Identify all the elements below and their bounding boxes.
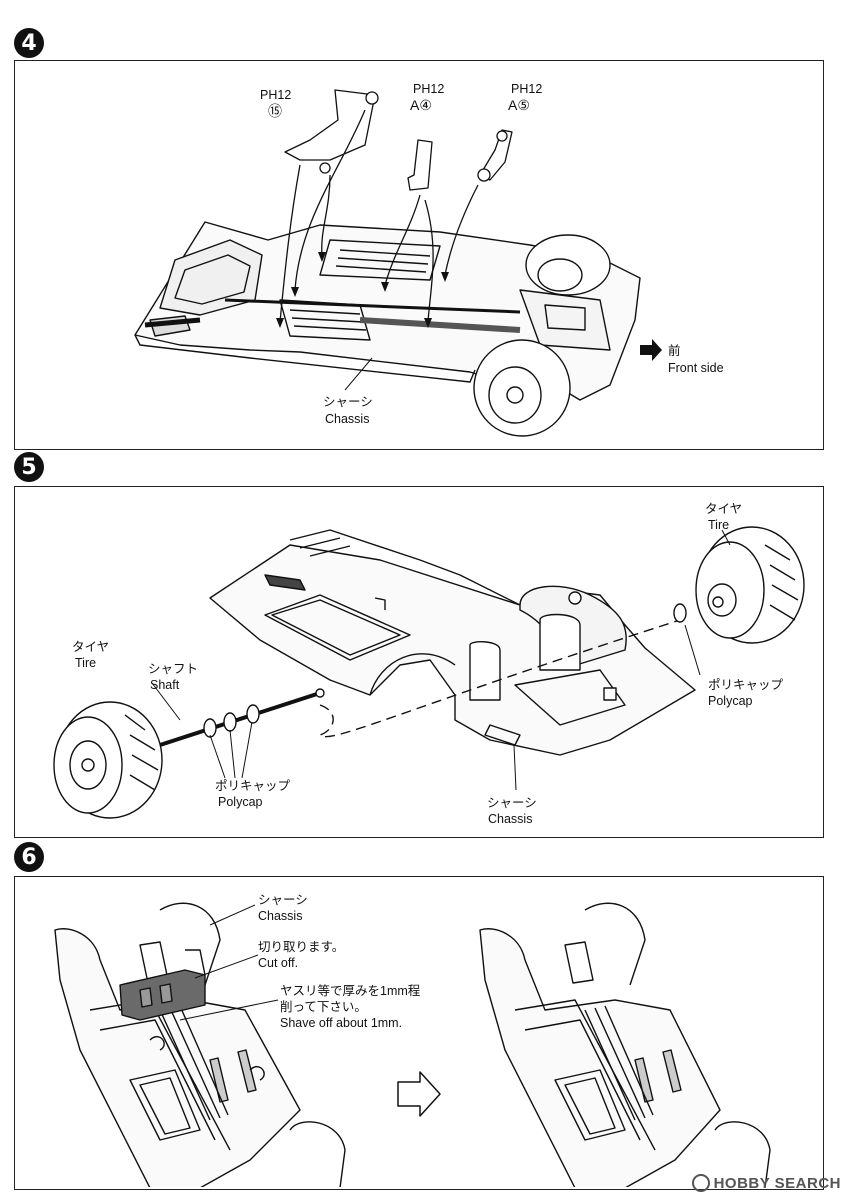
step-6-number: 6 bbox=[21, 844, 37, 870]
step-6-badge: 6 bbox=[14, 842, 44, 872]
step-5-tire-right-jp: タイヤ bbox=[705, 502, 743, 516]
step-4-badge: 4 bbox=[14, 28, 44, 58]
step-4-part-a5-code: PH12 bbox=[511, 82, 543, 96]
watermark-logo-icon bbox=[691, 1174, 710, 1192]
hobby-search-watermark: HOBBY SEARCH bbox=[691, 1174, 841, 1192]
step-5-tire-left-en: Tire bbox=[75, 656, 97, 670]
step-5-number: 5 bbox=[21, 454, 37, 480]
step-5-shaft-en: Shaft bbox=[150, 678, 180, 692]
step-4-part-a5-number: A⑤ bbox=[508, 97, 530, 113]
step-6-cut-jp: 切り取ります。 bbox=[258, 940, 345, 954]
step-5-chassis-en: Chassis bbox=[488, 812, 533, 826]
step-6-chassis-jp: シャーシ bbox=[258, 893, 308, 907]
step-4-part-15-number: ⑮ bbox=[268, 103, 282, 119]
step-5-badge: 5 bbox=[14, 452, 44, 482]
step-6-chassis-en: Chassis bbox=[258, 909, 303, 923]
step-5-chassis-jp: シャーシ bbox=[487, 796, 537, 810]
step-6-shave-en: Shave off about 1mm. bbox=[280, 1016, 403, 1030]
step-5-polycap-left-en: Polycap bbox=[218, 795, 263, 809]
step-4-part-a4-code: PH12 bbox=[413, 82, 445, 96]
step-6-shave-jp-2: 削って下さい。 bbox=[280, 1000, 367, 1014]
step-4-front-label-jp: 前 bbox=[668, 344, 681, 358]
step-6-cut-en: Cut off. bbox=[258, 956, 299, 970]
watermark-text: HOBBY SEARCH bbox=[713, 1174, 841, 1192]
step-5-polycap-right-en: Polycap bbox=[708, 694, 753, 708]
step-4-front-label-en: Front side bbox=[668, 361, 724, 375]
step-5-polycap-right-jp: ポリキャップ bbox=[708, 678, 784, 692]
step-4-part-a4-number: A④ bbox=[410, 97, 432, 113]
step-5-tire-right-en: Tire bbox=[708, 518, 730, 532]
step-5-polycap-left-jp: ポリキャップ bbox=[215, 779, 291, 793]
step-6-shave-jp-1: ヤスリ等で厚みを1mm程 bbox=[280, 984, 421, 998]
step-4-number: 4 bbox=[21, 30, 37, 56]
step-5-tire-left-jp: タイヤ bbox=[72, 640, 110, 654]
step-5-shaft-jp: シャフト bbox=[148, 662, 199, 676]
step-4-part-15-code: PH12 bbox=[260, 88, 292, 102]
step-4-chassis-label-jp: シャーシ bbox=[323, 395, 373, 409]
step-4-chassis-label-en: Chassis bbox=[325, 412, 370, 426]
